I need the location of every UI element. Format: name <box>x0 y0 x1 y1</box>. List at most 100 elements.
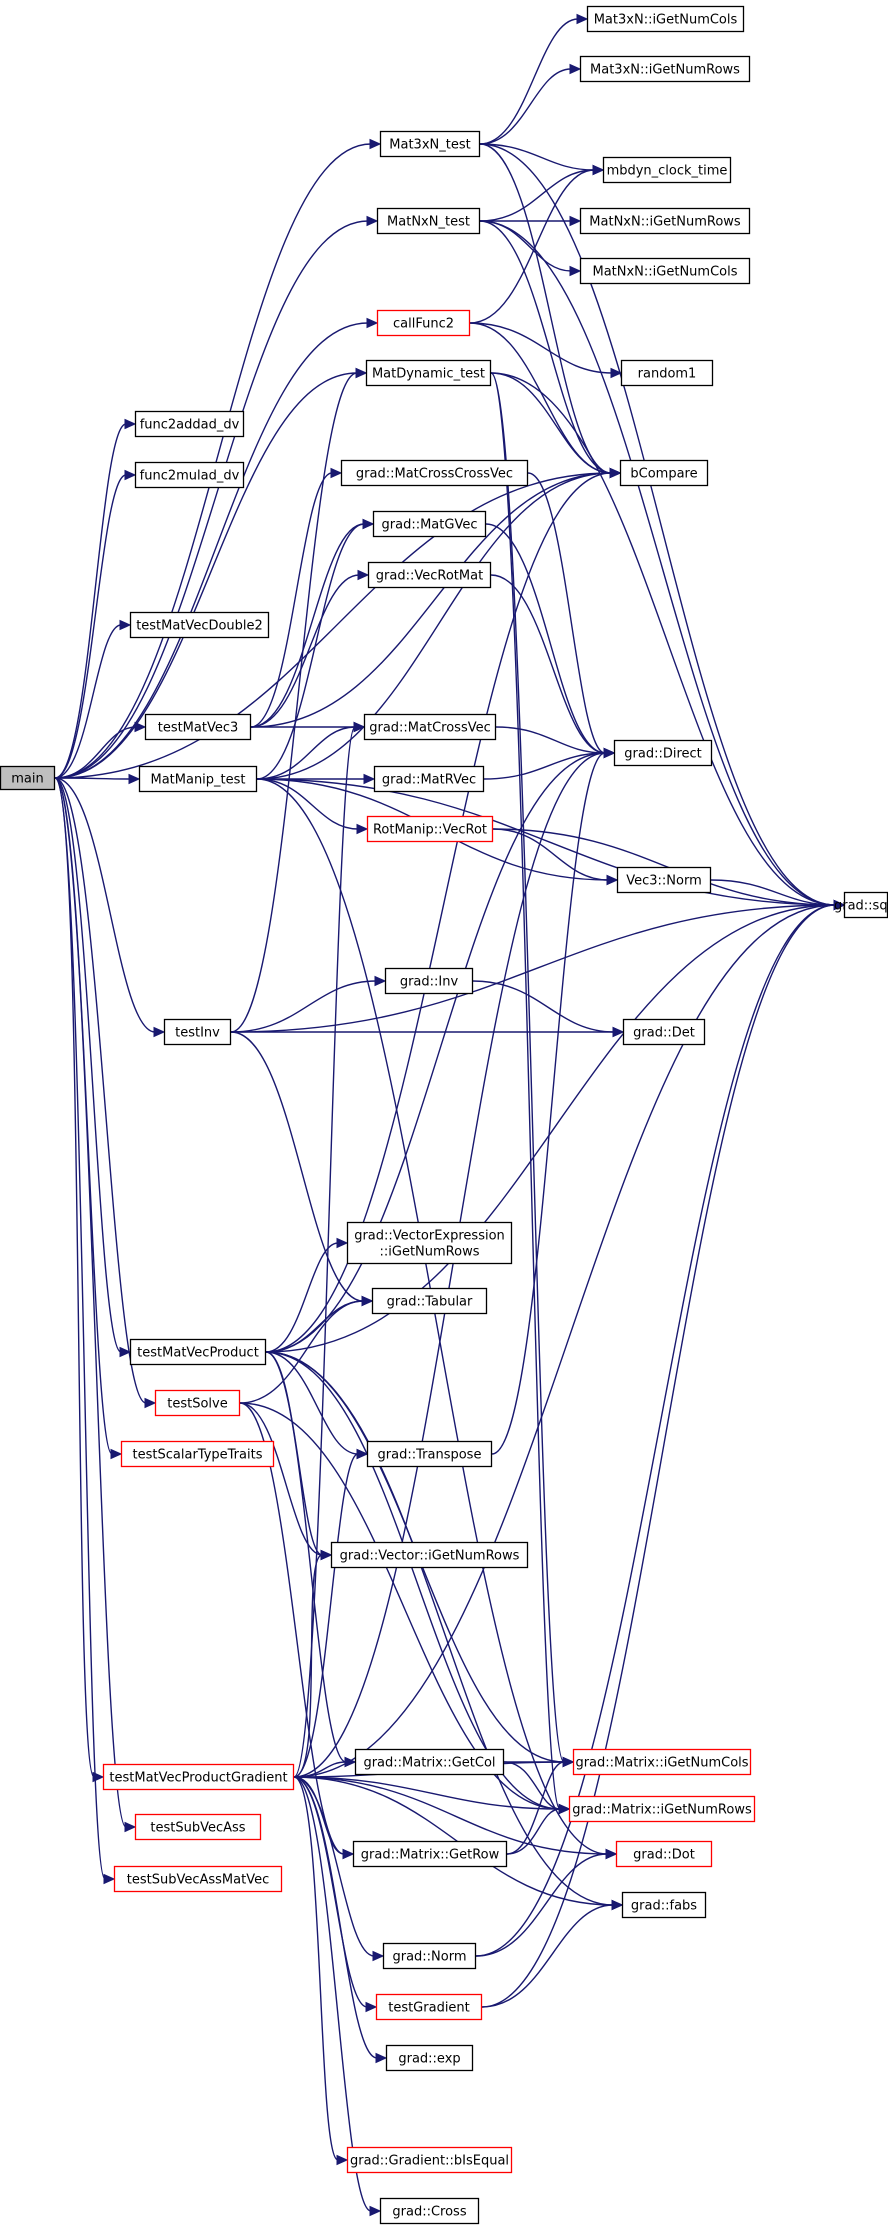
edge-mat3xn_test-to-mat3xn_rows <box>479 63 582 145</box>
node-matmanip[interactable]: MatManip_test <box>138 765 258 793</box>
node-box <box>375 1993 483 2021</box>
node-vecrot[interactable]: RotManip::VecRot <box>366 815 494 843</box>
node-label: grad::Matrix::GetCol <box>363 1756 495 1771</box>
node-label: grad::Tabular <box>387 1295 473 1310</box>
node-box <box>352 1840 508 1868</box>
node-dot[interactable]: grad::Dot <box>615 1840 713 1868</box>
edge-main-to-matnxn_test <box>54 215 379 779</box>
node-matrvec[interactable]: grad::MatRVec <box>373 765 485 793</box>
node-matgvec[interactable]: grad::MatGVec <box>372 510 487 538</box>
node-scalartt[interactable]: testScalarTypeTraits <box>120 1440 275 1468</box>
node-label: main <box>11 772 43 787</box>
node-vecrows[interactable]: grad::Vector::iGetNumRows <box>330 1541 529 1569</box>
edge-tmvp-to-sqrt <box>265 899 846 1353</box>
edge-matdynamic-to-sqrt <box>490 372 846 911</box>
node-fabs[interactable]: grad::fabs <box>621 1891 707 1919</box>
node-box <box>346 2146 513 2174</box>
node-testsolve[interactable]: testSolve <box>154 1389 241 1417</box>
node-subvecass[interactable]: testSubVecAss <box>134 1813 262 1841</box>
node-matnxn_test[interactable]: MatNxN_test <box>376 207 481 235</box>
node-label: MatManip_test <box>150 773 245 788</box>
node-box <box>113 1865 283 1893</box>
node-label: testSubVecAssMatVec <box>127 1873 270 1888</box>
node-bisequal[interactable]: grad::Gradient::bIsEqual <box>346 2146 513 2174</box>
edge-getrow-to-mcols <box>506 1756 575 1855</box>
edge-mat3xn_test-to-bcompare <box>479 143 622 479</box>
node-label: testSolve <box>167 1397 227 1412</box>
node-label: testMatVecDouble2 <box>136 619 263 634</box>
node-matdynamic[interactable]: MatDynamic_test <box>365 359 492 387</box>
edge-main-to-scalartt <box>54 777 123 1460</box>
edge-testgradient-to-fabs <box>481 1899 624 2008</box>
node-getcol[interactable]: grad::Matrix::GetCol <box>354 1748 505 1776</box>
node-box <box>363 713 497 741</box>
node-box <box>579 207 751 235</box>
call-graph-edges <box>54 13 846 2217</box>
edge-tmv3-to-matcrosscross <box>250 467 343 728</box>
node-tmvp[interactable]: testMatVecProduct <box>129 1338 267 1366</box>
edge-tmvpg-to-vecrows <box>293 1549 333 1778</box>
node-testinv[interactable]: testInv <box>163 1018 232 1046</box>
node-tmvpg[interactable]: testMatVecProductGradient <box>102 1763 295 1791</box>
node-mat3xn_cols[interactable]: Mat3xN::iGetNumCols <box>586 5 745 33</box>
node-mcols[interactable]: grad::Matrix::iGetNumCols <box>572 1748 752 1776</box>
edge-tmvpg-to-cross <box>293 1776 382 2217</box>
node-bcompare[interactable]: bCompare <box>619 459 709 487</box>
edge-main-to-tmvpg <box>54 777 105 1783</box>
node-box <box>354 1748 505 1776</box>
node-main[interactable]: main <box>0 765 56 791</box>
edge-matdynamic-to-mrows <box>490 372 571 1815</box>
node-sqrt[interactable]: grad::sqrt <box>834 891 888 919</box>
node-label: grad::Cross <box>392 2205 466 2220</box>
node-tmvdouble2[interactable]: testMatVecDouble2 <box>129 611 270 639</box>
node-cross[interactable]: grad::Cross <box>379 2197 480 2225</box>
node-box <box>120 1440 275 1468</box>
node-label: grad::MatRVec <box>382 773 476 788</box>
node-norm[interactable]: grad::Norm <box>382 1942 477 1970</box>
node-box <box>616 866 712 894</box>
node-box <box>385 2044 474 2072</box>
node-box <box>366 815 494 843</box>
node-box <box>134 461 245 489</box>
edge-tmvpg-to-mrows <box>293 1776 571 1815</box>
node-box <box>613 739 713 767</box>
edge-main-to-mat3xn_test <box>54 138 382 779</box>
node-inv[interactable]: grad::Inv <box>384 967 474 995</box>
node-det[interactable]: grad::Det <box>622 1018 706 1046</box>
node-box <box>138 765 258 793</box>
node-box <box>619 459 709 487</box>
node-mbdyn_clock[interactable]: mbdyn_clock_time <box>602 156 732 184</box>
node-matcrossvec[interactable]: grad::MatCrossVec <box>363 713 497 741</box>
node-matcrosscross[interactable]: grad::MatCrossCrossVec <box>340 459 529 487</box>
node-mrows[interactable]: grad::Matrix::iGetNumRows <box>568 1795 756 1823</box>
node-matnxn_cols[interactable]: MatNxN::iGetNumCols <box>579 257 751 285</box>
node-tabular[interactable]: grad::Tabular <box>371 1287 488 1315</box>
node-direct[interactable]: grad::Direct <box>613 739 713 767</box>
node-func2addad[interactable]: func2addad_dv <box>134 410 245 438</box>
node-subvecassmv[interactable]: testSubVecAssMatVec <box>113 1865 283 1893</box>
node-tmv3[interactable]: testMatVec3 <box>144 713 252 741</box>
node-getrow[interactable]: grad::Matrix::GetRow <box>352 1840 508 1868</box>
node-box <box>0 765 56 791</box>
node-transpose[interactable]: grad::Transpose <box>366 1440 493 1468</box>
node-matnxn_rows[interactable]: MatNxN::iGetNumRows <box>579 207 751 235</box>
node-mat3xn_test[interactable]: Mat3xN_test <box>379 130 481 158</box>
node-vec3norm[interactable]: Vec3::Norm <box>616 866 712 894</box>
node-callfunc2[interactable]: callFunc2 <box>376 309 471 337</box>
node-func2mulad[interactable]: func2mulad_dv <box>134 461 245 489</box>
node-box <box>134 410 245 438</box>
node-label: grad::sqrt <box>834 899 888 914</box>
node-random1[interactable]: random1 <box>620 359 714 387</box>
node-box <box>376 207 481 235</box>
node-testgradient[interactable]: testGradient <box>375 1993 483 2021</box>
node-label: grad::Matrix::GetRow <box>361 1848 500 1863</box>
node-exp[interactable]: grad::exp <box>385 2044 474 2072</box>
node-vecrotmat[interactable]: grad::VecRotMat <box>367 561 492 589</box>
edge-norm-to-dot <box>475 1848 618 1957</box>
node-box <box>134 1813 262 1841</box>
node-mat3xn_rows[interactable]: Mat3xN::iGetNumRows <box>579 55 751 83</box>
node-box <box>621 1891 707 1919</box>
node-vecexpr[interactable]: grad::VectorExpression::iGetNumRows <box>346 1221 513 1265</box>
node-box <box>579 55 751 83</box>
edge-matmanip-to-matgvec <box>256 518 375 780</box>
